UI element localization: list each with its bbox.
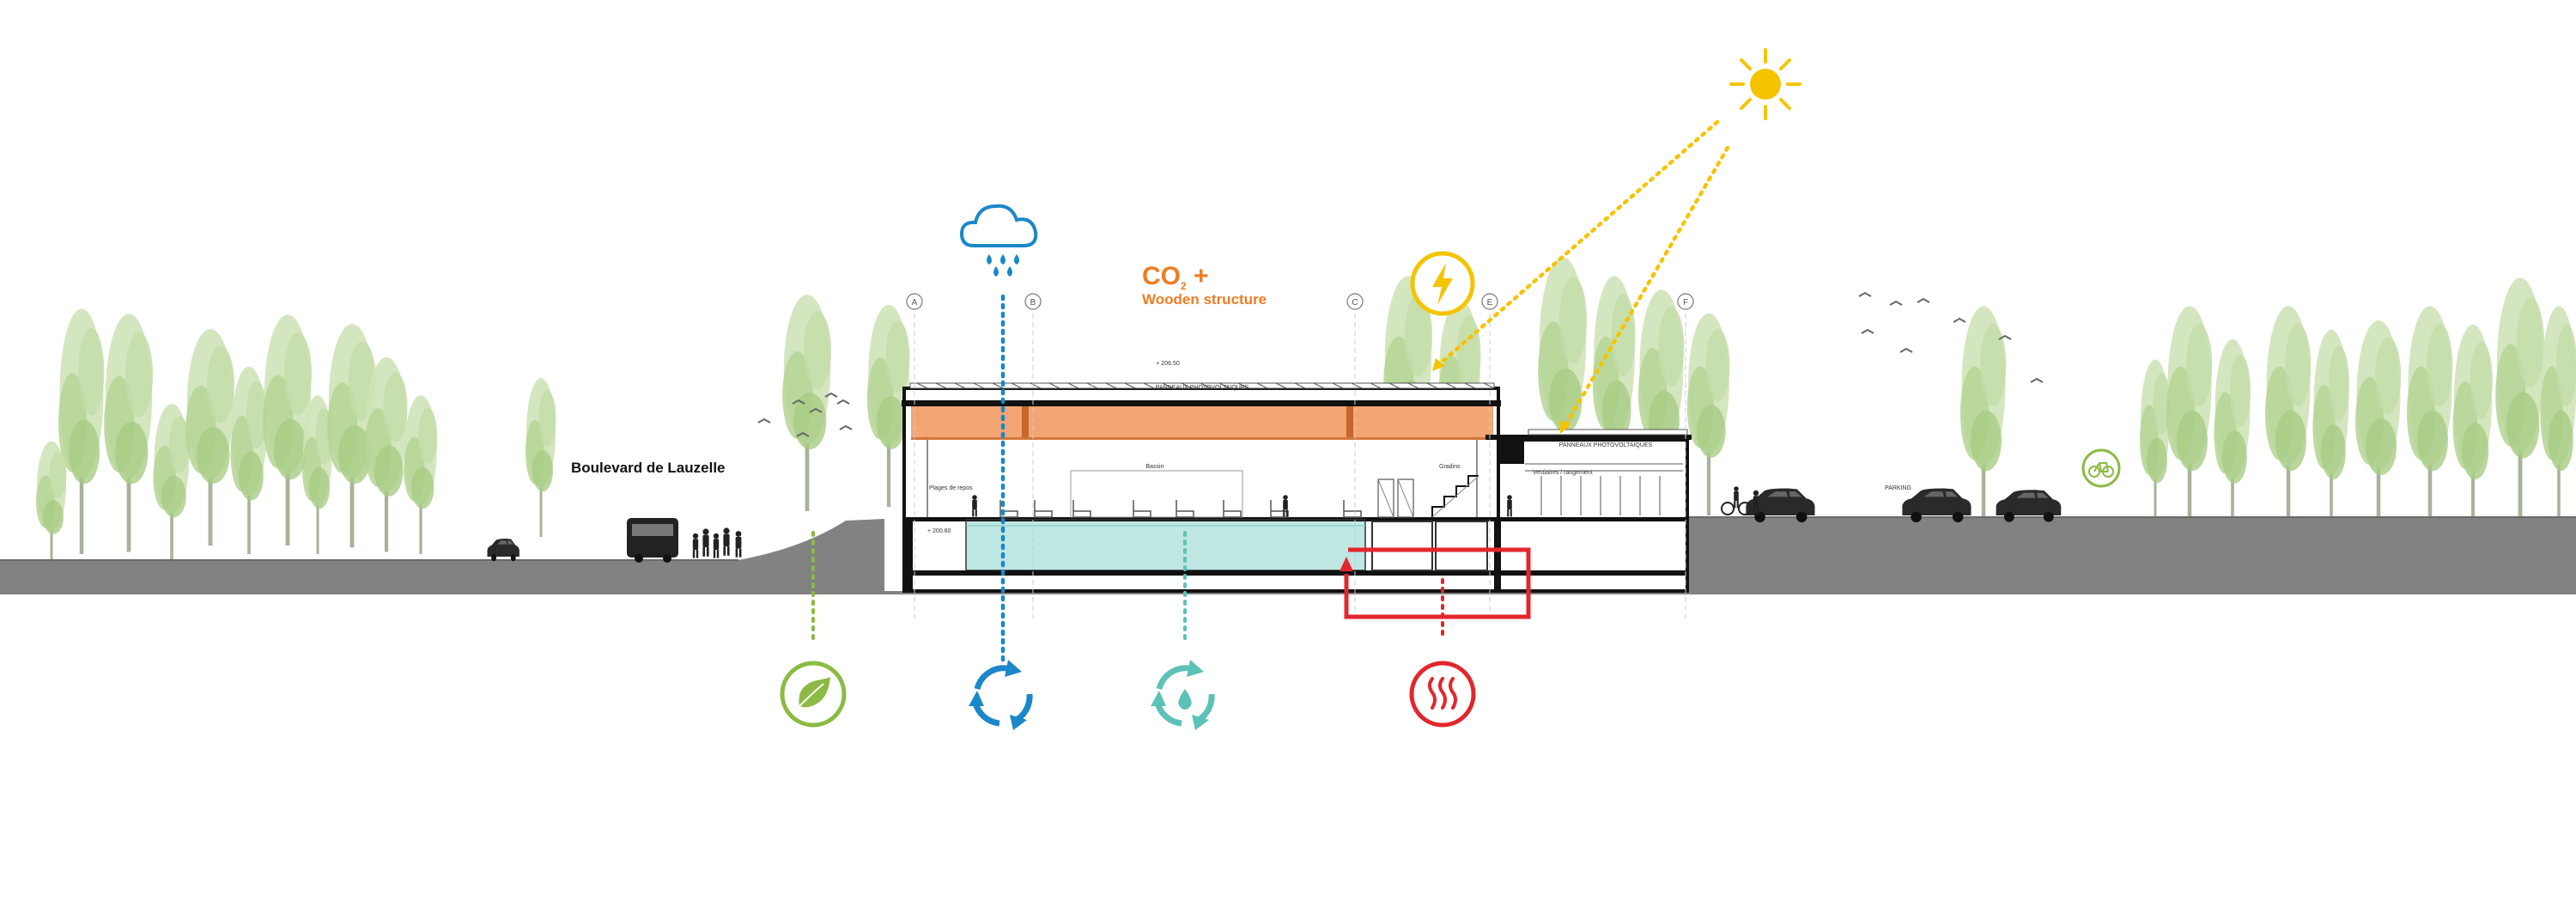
label-room-gradins: Gradins	[1439, 464, 1461, 470]
label-parking: PARKING	[1885, 485, 1911, 491]
label-room-bassin: Bassin	[1145, 464, 1163, 470]
solar-panels-main	[909, 382, 1495, 389]
cloud-rain-icon	[959, 204, 1038, 277]
heating-icon	[1409, 661, 1476, 728]
sun-rays	[1436, 119, 1730, 430]
trees-left	[36, 308, 556, 571]
label-level-deck: + 200.60	[927, 528, 951, 534]
sun-icon	[1729, 48, 1801, 120]
heating-loop	[1344, 547, 1531, 619]
wooden-structure-label: Wooden structure	[1142, 291, 1267, 308]
pedestrians	[692, 527, 742, 558]
grid-axis-c: C	[1352, 298, 1358, 308]
leaf-icon	[780, 661, 847, 728]
grid-axis-e: E	[1487, 298, 1493, 308]
birds-right	[1858, 292, 2044, 383]
water-recycle-icon	[1151, 660, 1215, 730]
svg-text:CO2 +: CO2 +	[1142, 262, 1209, 292]
grid-axis-f: F	[1683, 298, 1688, 308]
car-left	[487, 539, 519, 562]
label-panels-annex: PANNEAUX PHOTOVOLTAIQUES	[1559, 442, 1653, 448]
label-level-roof: + 206.50	[1156, 361, 1180, 367]
cyclist	[1721, 486, 1759, 515]
co2-label: CO2 + Wooden structure	[1142, 262, 1267, 308]
grid-axes: A B C E F	[906, 293, 1694, 310]
street-label: Boulevard de Lauzelle	[571, 460, 726, 476]
bus	[627, 518, 678, 563]
pool-basin	[966, 521, 1365, 570]
lightning-bolt-icon	[1410, 251, 1475, 316]
grid-axis-b: B	[1030, 298, 1036, 308]
water-cycle-icon	[969, 660, 1033, 730]
bicycle-icon	[2081, 448, 2121, 488]
label-room-left: Plages de repos	[929, 485, 973, 491]
label-room-annex: Vestiaires / rangement	[1533, 470, 1593, 476]
grid-axis-a: A	[912, 298, 918, 308]
label-panels-main: PANNEAUX PHOTOVOLTAIQUES	[1156, 385, 1249, 391]
ground	[0, 517, 2576, 594]
timber-structure	[911, 406, 1493, 439]
